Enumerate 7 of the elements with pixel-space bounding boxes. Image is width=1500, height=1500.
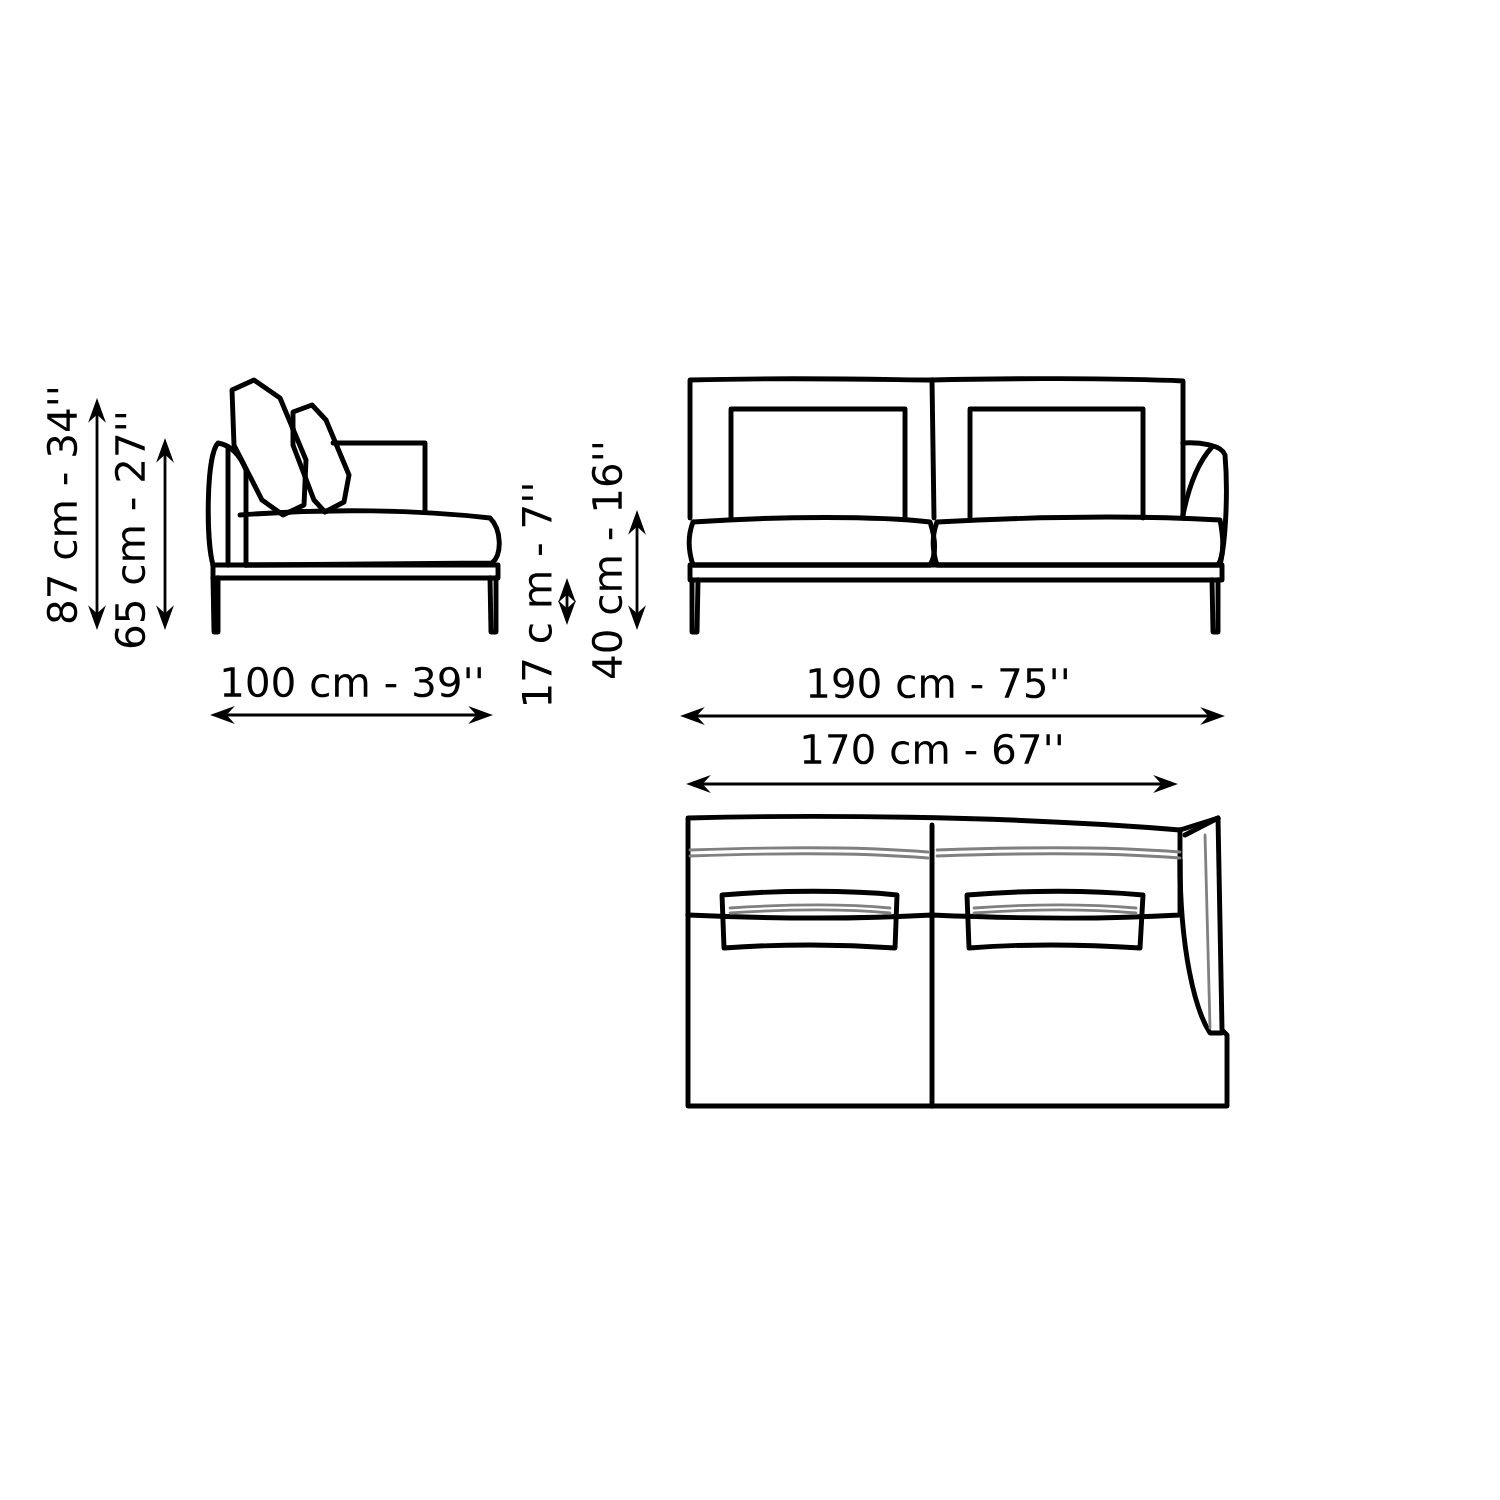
dimension-label: 100 cm - 39'' [223,666,481,698]
dimension-label: 87 cm - 34'' [46,389,78,623]
dimension-label: 65 cm - 27'' [114,413,146,648]
dimension-label: 170 cm - 67'' [803,733,1061,765]
dimension-label: 190 cm - 75'' [809,667,1067,699]
dimension-label: 40 cm - 16'' [591,444,623,678]
dimension-label: 17 c m - 7'' [522,485,552,705]
